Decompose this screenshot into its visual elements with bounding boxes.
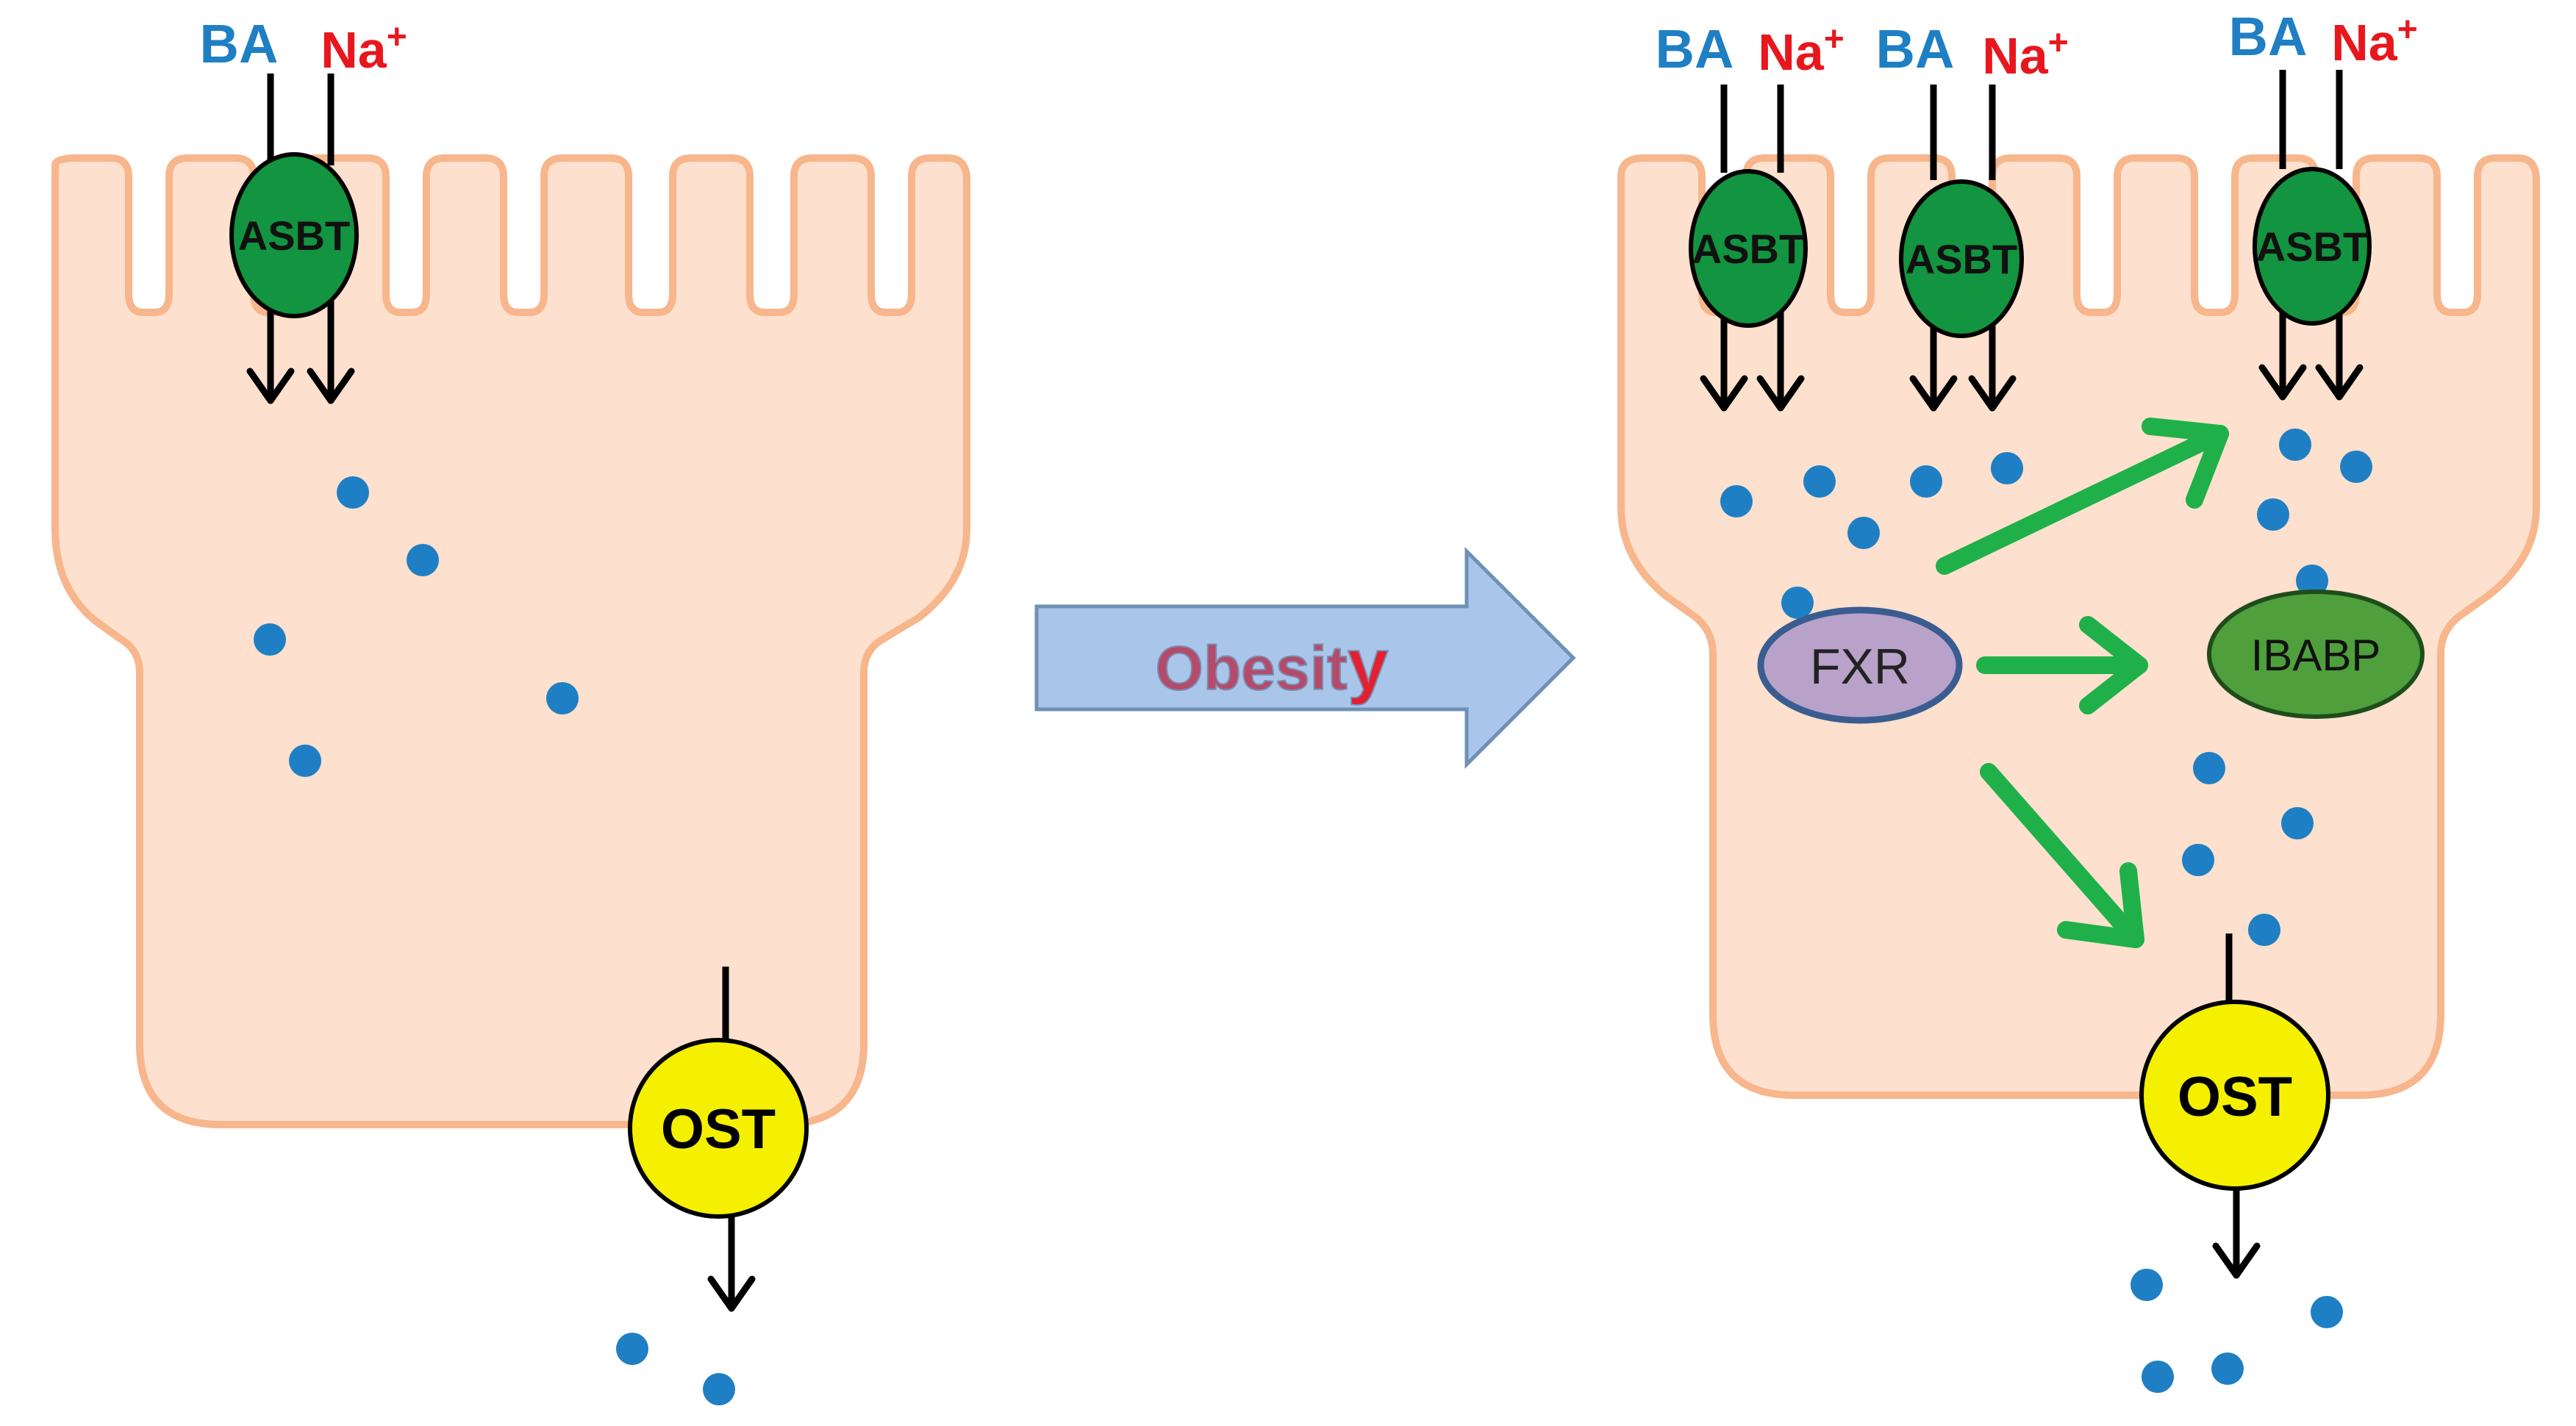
bile-acid-dot [2248,914,2280,946]
bile-acid-dot [407,544,439,576]
left-effluxed-bile-acids [616,1333,735,1405]
left-asbt-label: ASBT [238,212,350,259]
left-ost-transporter [628,1038,809,1219]
right-ost-efflux-arrow [2212,1172,2261,1279]
bile-acid-dot [2281,807,2314,839]
ibabp-label: IBABP [2251,631,2381,680]
na-label: Na+ [1982,24,2069,85]
bile-acid-dot [1720,485,1753,517]
left-asbt-transporter [229,152,359,318]
bile-acid-dot [1847,517,1880,549]
asbt3-ba-arrow [2258,298,2307,401]
ba-label: BA [2229,6,2308,67]
bile-acid-dot [1991,452,2023,484]
bile-acid-dot [1781,587,1814,619]
fxr-receptor [1757,606,1963,724]
left-cell-body [51,154,970,1128]
asbt1-ba-arrow [1700,305,1748,412]
bile-acid-dot [703,1373,735,1405]
asbt1-na-arrow [1756,305,1805,412]
left-ost-label: OST [661,1098,776,1161]
right-asbt-transporter-2 [1899,179,2024,338]
bile-acid-dot [546,682,579,714]
bile-acid-dot [289,745,321,777]
asbt-label: ASBT [1906,236,2017,282]
bile-acid-dot [2130,1269,2163,1301]
ba-label: BA [1876,18,1955,79]
left-intracellular-bile-acids [254,476,579,777]
bile-acid-dot [616,1333,648,1365]
right-intracellular-bile-acids-lower [2182,752,2314,946]
bile-acid-dot [2296,565,2328,597]
right-effluxed-bile-acids [2130,1269,2343,1393]
fxr-to-ibabp-arrow [1976,616,2148,714]
bile-acid-dot [2279,429,2311,461]
obesity-arrow-shape [1034,546,1576,770]
bile-acid-dot [2142,1361,2174,1393]
right-intracellular-bile-acids-upper [1720,429,2372,619]
obesity-label: Obesity [1155,623,1388,706]
left-na-arrow [307,298,355,404]
ba-label: BA [1656,18,1734,79]
right-asbt-transporter-1 [1689,169,1808,328]
left-ba-label: BA [200,13,279,74]
asbt-label: ASBT [2256,223,2368,270]
right-ost-transporter [2139,1000,2330,1191]
obesity-transition-arrow: Obesity [1034,546,1576,770]
asbt2-ba-arrow [1909,312,1958,412]
asbt3-na-arrow [2315,298,2364,401]
bile-acid-dot [2193,752,2225,784]
bile-acid-dot [2182,844,2214,876]
normal-enterocyte: ASBT BA Na+ OST [51,13,970,1405]
left-na-label: Na+ [321,18,407,79]
fxr-to-ost-arrow [1980,763,2144,948]
bile-acid-dot [1803,465,1836,498]
bile-acid-dot [2211,1352,2244,1385]
bile-acid-dot [254,623,286,656]
fxr-to-asbt-arrow [1936,418,2229,575]
bile-acid-dot [1910,465,1942,498]
bile-acid-dot [337,476,369,509]
na-label: Na+ [2331,10,2418,71]
bile-acid-dot [2311,1296,2343,1328]
left-ba-arrow [246,298,295,404]
asbt-label: ASBT [1692,226,1804,272]
right-asbt-transporter-3 [2253,167,2372,326]
right-cell-body [1617,154,2540,1099]
ibabp-protein [2207,590,2425,719]
right-ost-label: OST [2178,1066,2292,1128]
fxr-label: FXR [1810,639,1910,695]
asbt2-na-arrow [1968,312,2017,412]
bile-acid-dot [2257,498,2289,531]
na-label: Na+ [1758,20,1845,81]
bile-acid-dot [2340,451,2372,483]
obese-enterocyte: ASBT BA Na+ ASBT BA Na+ ASBT BA Na+ [1617,6,2540,1393]
